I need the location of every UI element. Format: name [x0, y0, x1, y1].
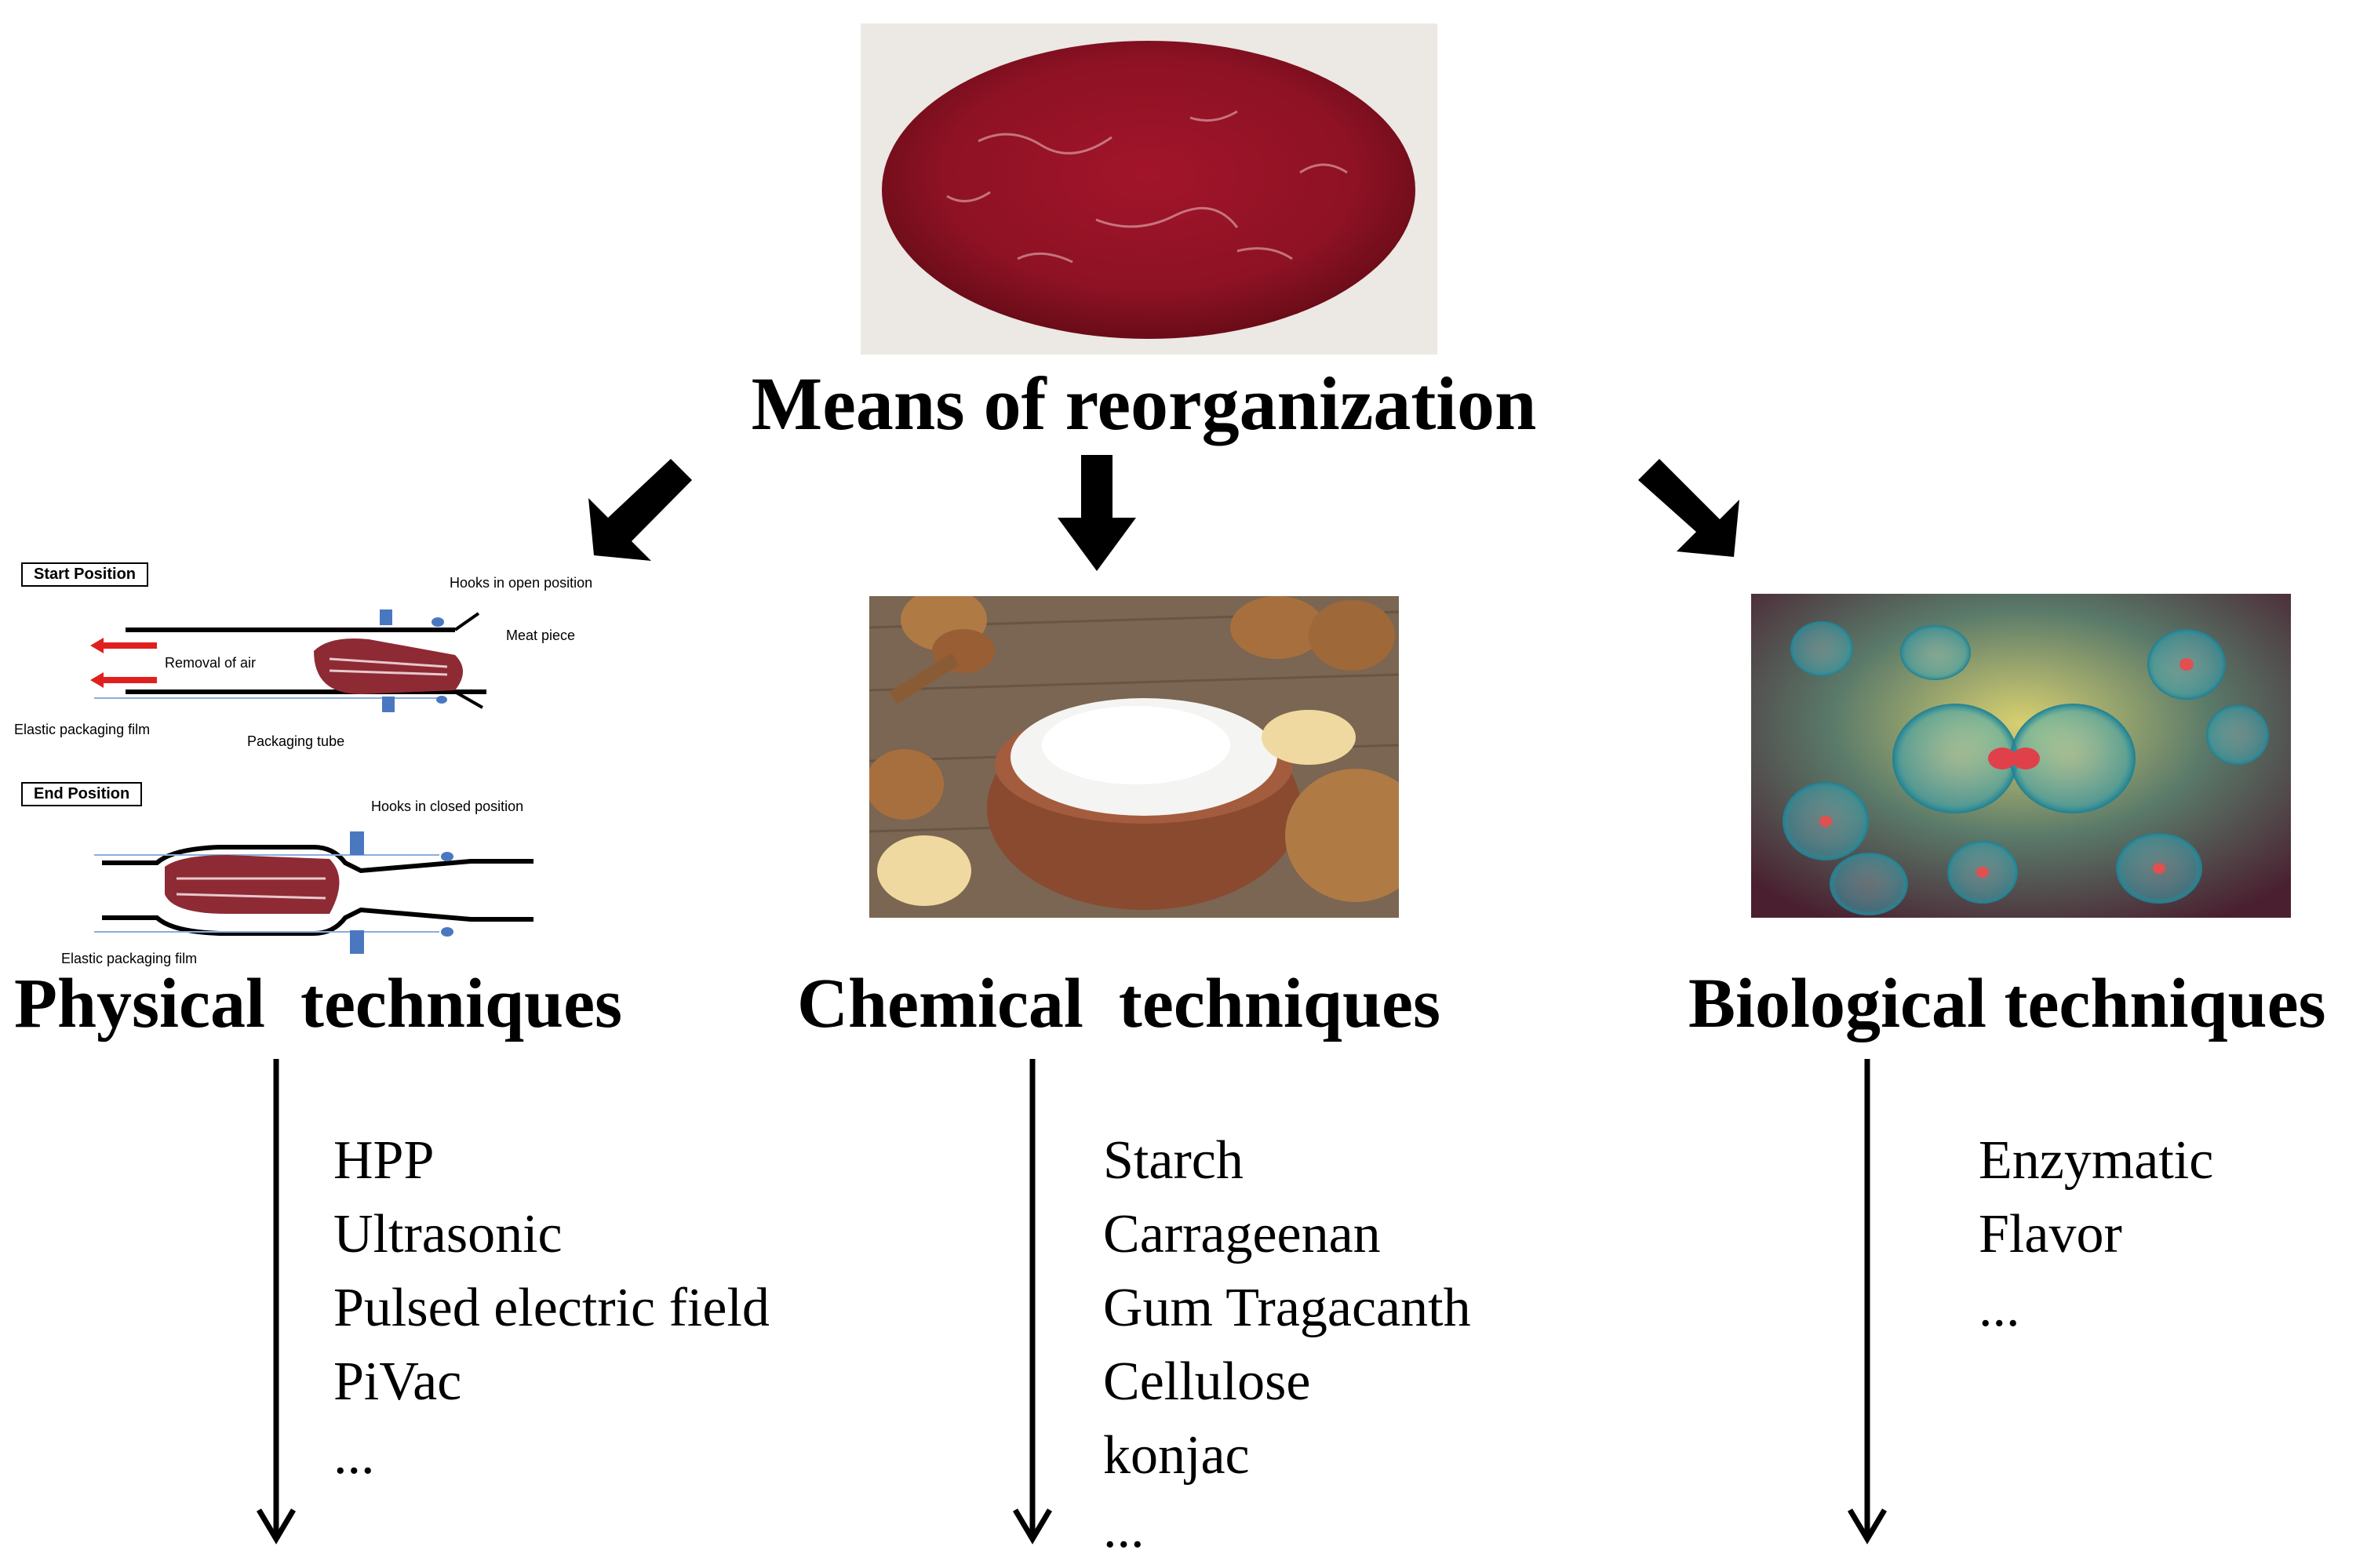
column-arrows	[256, 1059, 1888, 1544]
start-position-label: Start Position	[21, 562, 149, 587]
arrow-to-chemical	[1058, 455, 1136, 571]
list-item: ...	[1979, 1278, 2020, 1338]
branch-arrows	[588, 455, 1739, 571]
removal-of-air-label: Removal of air	[165, 655, 257, 671]
list-item: Enzymatic	[1979, 1130, 2214, 1191]
hooks-closed-label: Hooks in closed position	[371, 799, 524, 814]
physical-techniques-heading: Physical techniques	[14, 965, 623, 1042]
list-item: Gum Tragacanth	[1103, 1278, 1471, 1338]
list-item: ...	[333, 1425, 375, 1486]
biological-techniques-heading: Biological techniques	[1688, 965, 2326, 1042]
end-position-label: End Position	[21, 782, 143, 806]
list-item: HPP	[333, 1130, 435, 1191]
list-item: Starch	[1103, 1130, 1244, 1191]
potato-starch-image	[869, 596, 1399, 918]
arrow-to-biological	[1638, 459, 1739, 557]
list-item: Cellulose	[1103, 1352, 1311, 1412]
chemical-down-arrow	[1012, 1059, 1053, 1544]
biological-techniques-list: Enzymatic Flavor ...	[1979, 1124, 2213, 1345]
arrow-to-physical	[588, 459, 692, 561]
list-item: Pulsed electric field	[333, 1278, 770, 1338]
list-item: ...	[1103, 1499, 1145, 1559]
chemical-techniques-heading: Chemical techniques	[797, 965, 1440, 1042]
list-item: Ultrasonic	[333, 1204, 563, 1264]
biological-down-arrow	[1847, 1059, 1888, 1544]
diagram-title: Means of reorganization	[751, 362, 1537, 446]
cell-division-image	[1751, 594, 2291, 918]
list-item: Carrageenan	[1103, 1204, 1381, 1264]
elastic-film-top-label: Elastic packaging film	[14, 722, 151, 737]
list-item: konjac	[1103, 1425, 1250, 1486]
packaging-tube-label: Packaging tube	[247, 733, 345, 749]
meat-slice-image	[861, 24, 1437, 355]
list-item: Flavor	[1979, 1204, 2122, 1264]
chemical-techniques-list: Starch Carrageenan Gum Tragacanth Cellul…	[1103, 1124, 1471, 1566]
physical-down-arrow	[256, 1059, 297, 1544]
hooks-open-label: Hooks in open position	[450, 575, 593, 591]
pivac-diagram: Start Position End Position Hooks in ope…	[0, 549, 628, 980]
list-item: PiVac	[333, 1352, 462, 1412]
elastic-film-bottom-label: Elastic packaging film	[61, 951, 198, 966]
meat-piece-label: Meat piece	[506, 628, 576, 643]
physical-techniques-list: HPP Ultrasonic Pulsed electric field PiV…	[333, 1124, 770, 1493]
